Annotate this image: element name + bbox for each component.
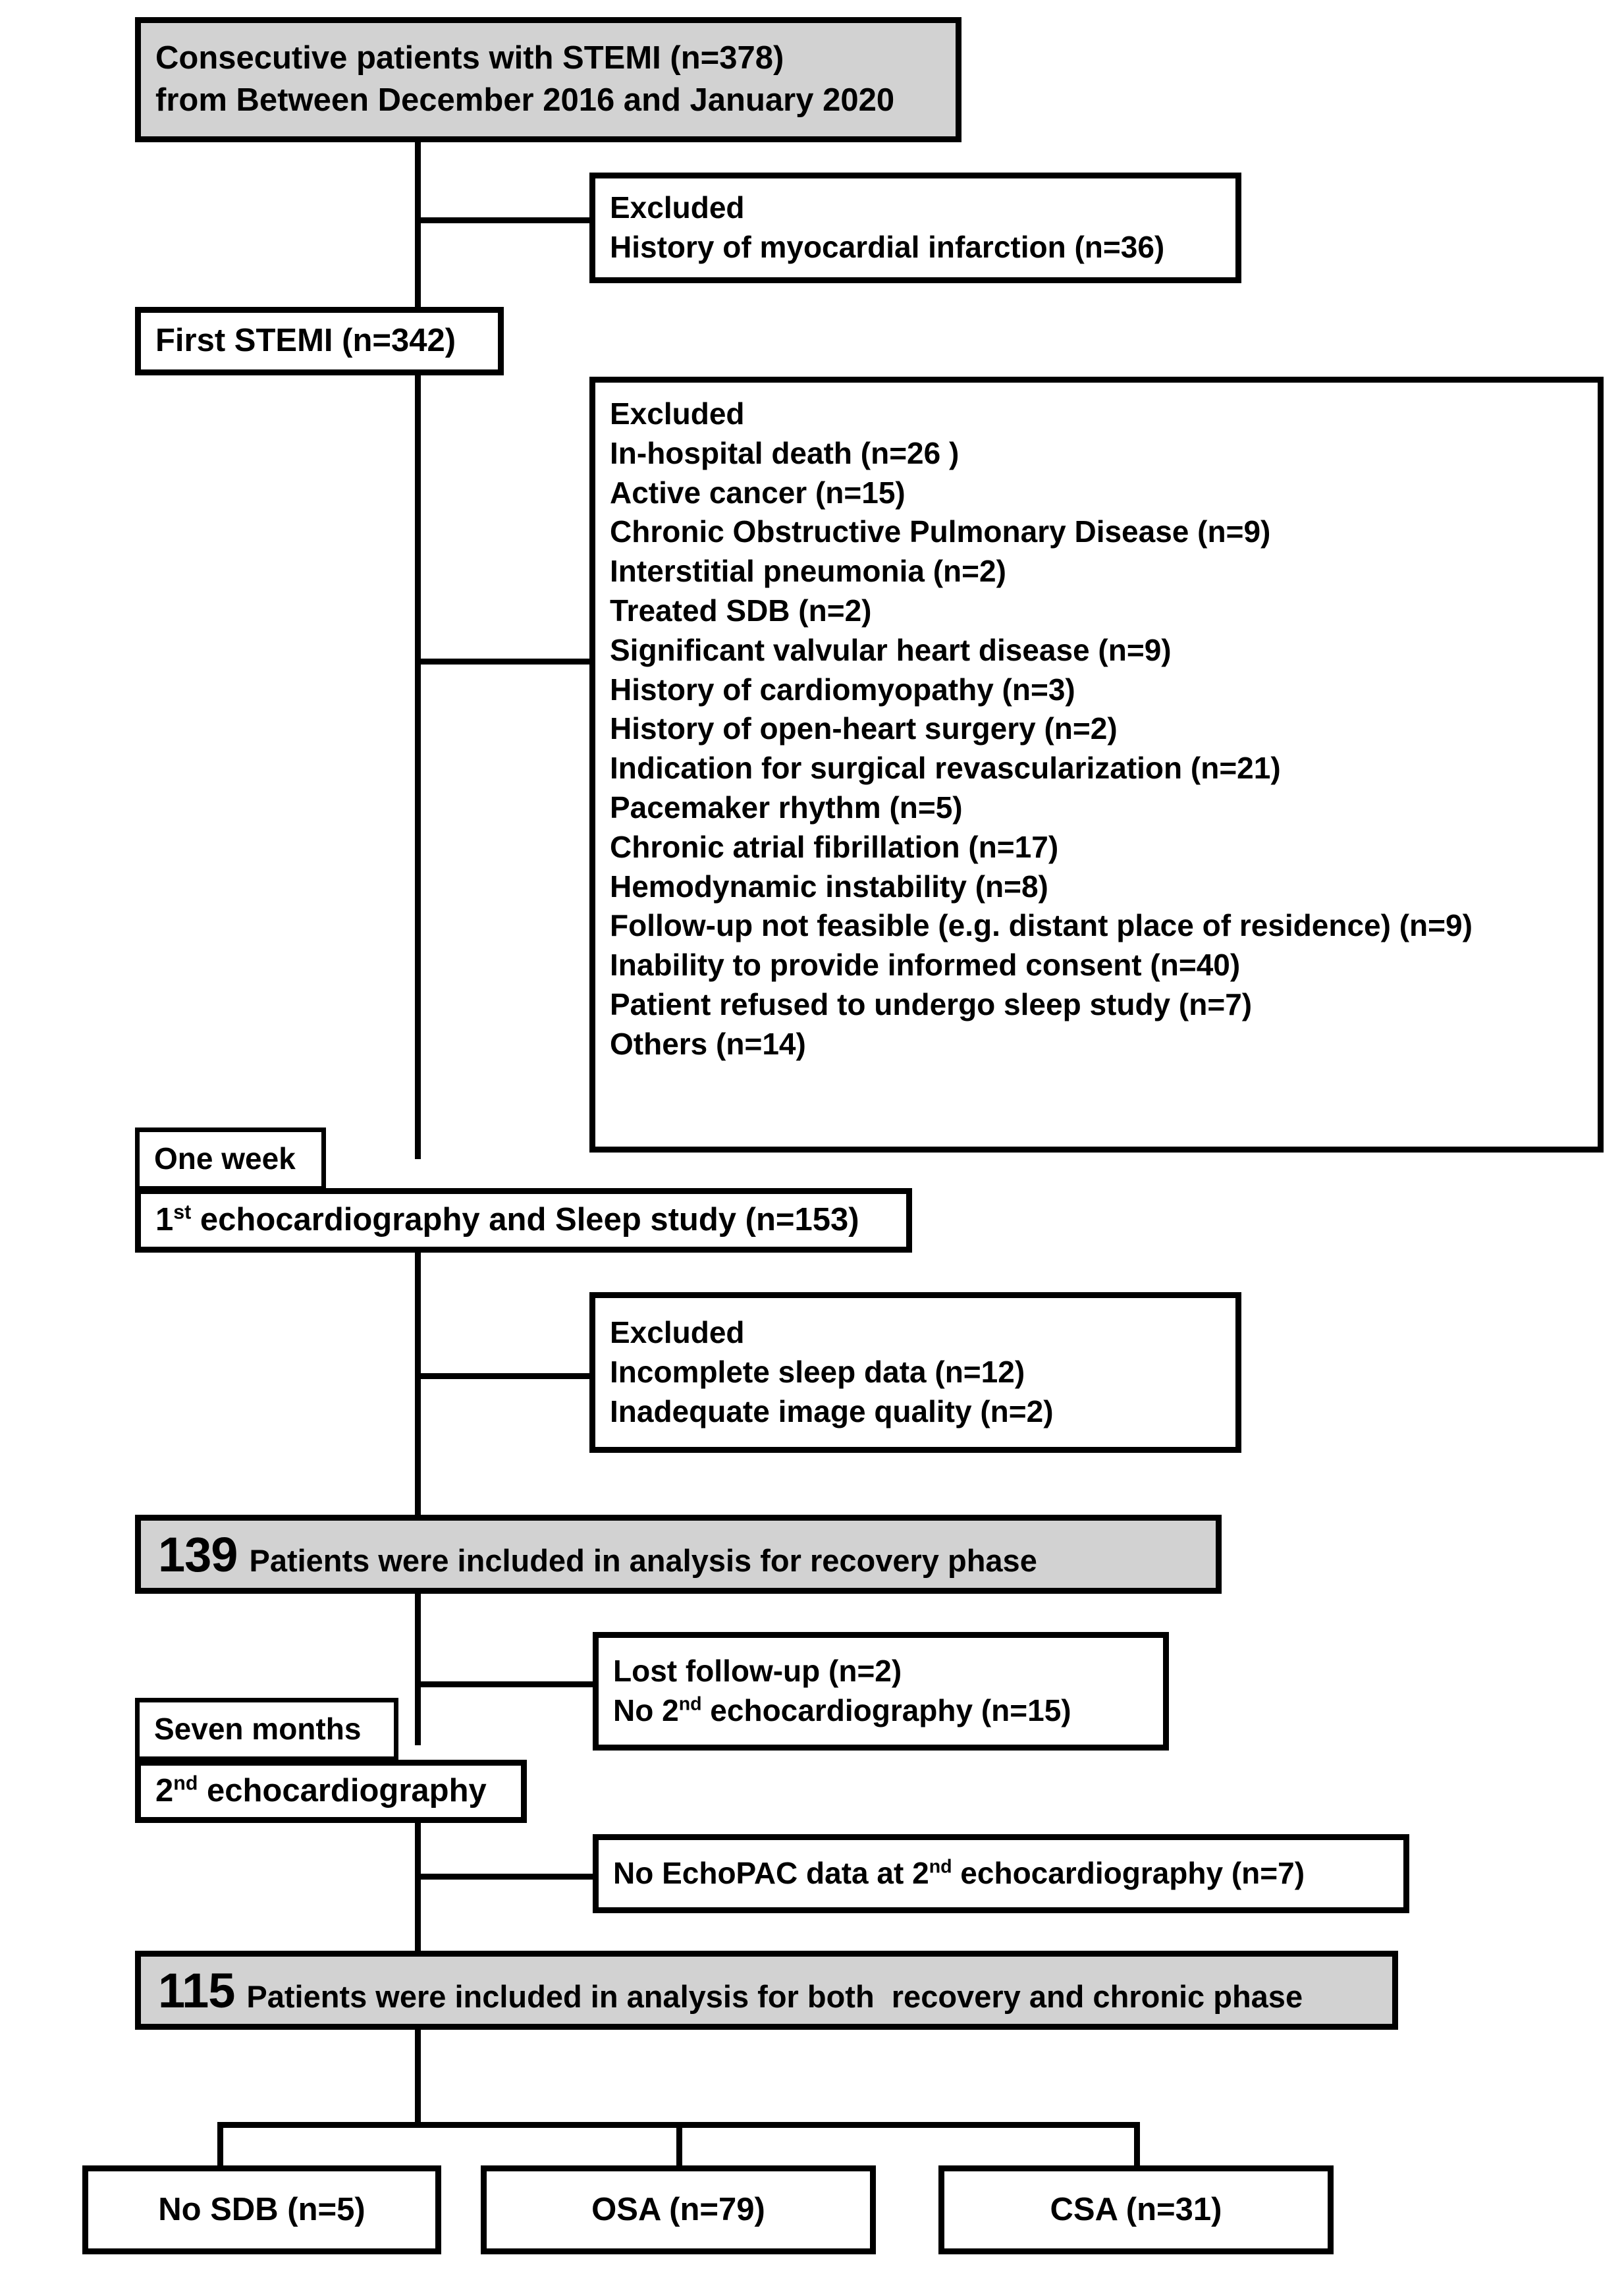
timepoint-one-week-label: One week <box>154 1141 296 1176</box>
summary-recovery-text: Patients were included in analysis for r… <box>249 1542 1037 1578</box>
connector-trunk-2 <box>415 375 421 1159</box>
node-group-osa: OSA (n=79) <box>481 2165 876 2254</box>
no-echopac-label: No EchoPAC data at 2nd echocardiography … <box>599 1854 1403 1893</box>
node-enrollment: Consecutive patients with STEMI (n=378) … <box>135 17 961 142</box>
excluded-2-item-7: History of open-heart surgery (n=2) <box>610 711 1118 746</box>
node-no-echopac: No EchoPAC data at 2nd echocardiography … <box>593 1834 1409 1913</box>
first-stemi-label: First STEMI (n=342) <box>155 323 456 359</box>
node-second-echo: 2nd echocardiography <box>135 1760 527 1823</box>
excluded-1-heading: Excluded <box>610 190 745 225</box>
connector-drop-group-2 <box>676 2122 682 2167</box>
excluded-2-item-2: Chronic Obstructive Pulmonary Disease (n… <box>610 514 1271 549</box>
connector-branch-excluded-3 <box>415 1373 593 1379</box>
connector-trunk-4 <box>415 1594 421 1745</box>
connector-trunk-3 <box>415 1251 421 1521</box>
no-echopac-sup: nd <box>929 1856 952 1878</box>
connector-trunk-5 <box>415 1805 421 2084</box>
group-csa-label: CSA (n=31) <box>1050 2191 1222 2227</box>
connector-drop-group-1 <box>217 2122 223 2167</box>
second-echo-label: 2nd echocardiography <box>141 1770 521 1812</box>
first-echo-rest: echocardiography and Sleep study (n=153) <box>191 1202 859 1238</box>
excluded-3-item-0: Incomplete sleep data (n=12) <box>610 1355 1025 1390</box>
excluded-2-item-5: Significant valvular heart disease (n=9) <box>610 632 1172 667</box>
node-excluded-eligibility: Excluded In-hospital death (n=26 ) Activ… <box>589 377 1604 1153</box>
excluded-2-item-11: Hemodynamic instability (n=8) <box>610 869 1048 904</box>
lost-followup-prefix: No 2 <box>613 1693 679 1727</box>
lost-followup-rest: echocardiography (n=15) <box>701 1693 1071 1727</box>
second-echo-sup: nd <box>173 1772 198 1795</box>
connector-branch-no-echopac <box>415 1874 596 1880</box>
excluded-3-item-1: Inadequate image quality (n=2) <box>610 1394 1054 1428</box>
summary-both-text: Patients were included in analysis for b… <box>246 1978 1303 2014</box>
summary-both-count: 115 <box>158 1963 235 2018</box>
excluded-2-item-13: Inability to provide informed consent (n… <box>610 948 1241 983</box>
timepoint-seven-months-label: Seven months <box>154 1712 362 1747</box>
connector-trunk-6 <box>415 2075 421 2127</box>
summary-recovery-count: 139 <box>158 1527 238 1582</box>
node-excluded-history-mi: Excluded History of myocardial infarctio… <box>589 173 1241 283</box>
first-echo-label: 1st echocardiography and Sleep study (n=… <box>141 1199 906 1241</box>
node-group-no-sdb: No SDB (n=5) <box>82 2165 441 2254</box>
summary-recovery-row: 139 Patients were included in analysis f… <box>141 1527 1216 1583</box>
connector-trunk-1 <box>415 142 421 310</box>
summary-both-row: 115 Patients were included in analysis f… <box>141 1963 1392 2019</box>
excluded-2-item-12: Follow-up not feasible (e.g. distant pla… <box>610 908 1473 943</box>
node-first-stemi: First STEMI (n=342) <box>135 307 504 375</box>
node-summary-both-phases: 115 Patients were included in analysis f… <box>135 1951 1398 2030</box>
second-echo-rest: echocardiography <box>198 1773 487 1809</box>
excluded-3-heading: Excluded <box>610 1315 745 1350</box>
excluded-2-item-4: Treated SDB (n=2) <box>610 593 872 628</box>
first-echo-sup: st <box>173 1201 192 1224</box>
node-summary-recovery: 139 Patients were included in analysis f… <box>135 1515 1222 1594</box>
first-echo-prefix: 1 <box>155 1202 174 1238</box>
lost-followup-line-2: No 2nd echocardiography (n=15) <box>599 1691 1163 1731</box>
no-echopac-prefix: No EchoPAC data at 2 <box>613 1856 929 1891</box>
excluded-2-item-0: In-hospital death (n=26 ) <box>610 435 960 470</box>
connector-branch-excluded-1 <box>415 217 593 223</box>
second-echo-prefix: 2 <box>155 1773 174 1809</box>
connector-branch-lost-followup <box>415 1681 599 1687</box>
node-lost-followup: Lost follow-up (n=2) No 2nd echocardiogr… <box>593 1632 1169 1751</box>
excluded-2-item-10: Chronic atrial fibrillation (n=17) <box>610 829 1059 864</box>
node-excluded-sleep-image: Excluded Incomplete sleep data (n=12) In… <box>589 1292 1241 1453</box>
excluded-2-item-15: Others (n=14) <box>610 1026 806 1061</box>
timepoint-one-week: One week <box>135 1127 326 1191</box>
connector-drop-group-3 <box>1134 2122 1140 2167</box>
excluded-2-item-6: History of cardiomyopathy (n=3) <box>610 672 1075 707</box>
lost-followup-line-1: Lost follow-up (n=2) <box>613 1654 902 1689</box>
enrollment-line-1: Consecutive patients with STEMI (n=378) <box>155 40 784 76</box>
excluded-2-item-14: Patient refused to undergo sleep study (… <box>610 987 1253 1021</box>
connector-branch-excluded-2 <box>415 659 596 665</box>
group-no-sdb-label: No SDB (n=5) <box>158 2191 365 2227</box>
node-group-csa: CSA (n=31) <box>938 2165 1334 2254</box>
enrollment-line-2: from Between December 2016 and January 2… <box>155 82 895 118</box>
no-echopac-rest: echocardiography (n=7) <box>952 1856 1305 1891</box>
node-first-echo-sleep-study: 1st echocardiography and Sleep study (n=… <box>135 1188 912 1253</box>
group-osa-label: OSA (n=79) <box>591 2191 765 2227</box>
excluded-2-item-8: Indication for surgical revascularizatio… <box>610 751 1281 786</box>
timepoint-seven-months: Seven months <box>135 1698 398 1761</box>
excluded-2-heading: Excluded <box>610 396 745 431</box>
excluded-2-item-3: Interstitial pneumonia (n=2) <box>610 554 1006 589</box>
excluded-2-item-1: Active cancer (n=15) <box>610 475 906 510</box>
excluded-1-item-0: History of myocardial infarction (n=36) <box>610 230 1165 264</box>
excluded-2-item-9: Pacemaker rhythm (n=5) <box>610 790 963 825</box>
lost-followup-sup: nd <box>678 1693 702 1715</box>
